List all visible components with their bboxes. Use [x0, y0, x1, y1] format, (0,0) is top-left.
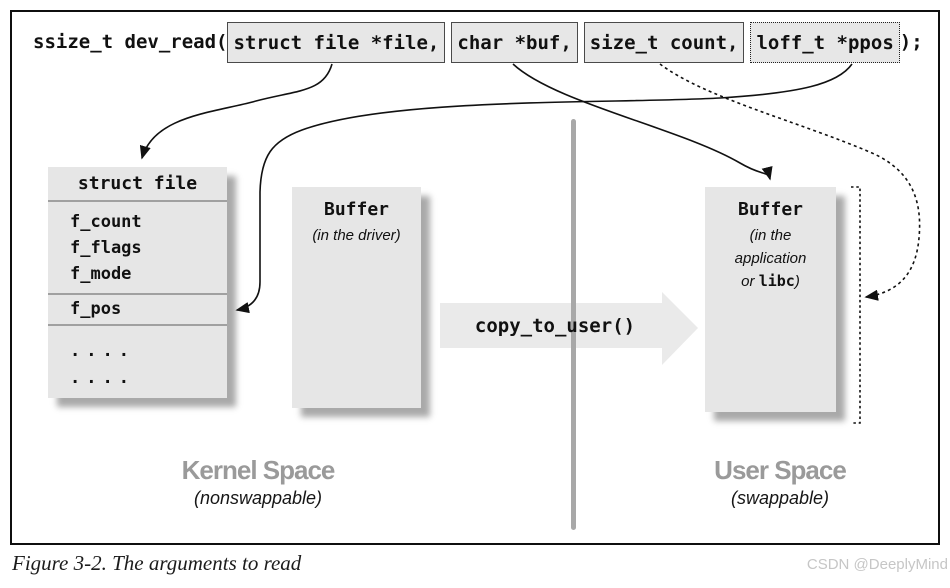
signature-prefix: ssize_t dev_read(	[33, 31, 228, 53]
user-buffer-box: Buffer (in the application or libc)	[705, 187, 836, 412]
function-signature: ssize_t dev_read( struct file *file, cha…	[33, 22, 923, 63]
arg-box-ppos: loff_t *ppos	[750, 22, 900, 63]
user-buffer-title: Buffer	[737, 199, 804, 220]
driver-buffer-box: Buffer (in the driver)	[292, 187, 421, 408]
kernel-space-label: Kernel Space (nonswappable)	[128, 455, 388, 509]
watermark: CSDN @DeeplyMind	[806, 556, 948, 573]
struct-file-ellipsis: .... ....	[48, 326, 227, 392]
ellipsis-row: ....	[70, 368, 135, 388]
kernel-space-subtitle: (nonswappable)	[193, 488, 323, 508]
struct-file-box: struct file f_count f_flags f_mode f_pos…	[48, 167, 227, 398]
driver-buffer-title: Buffer	[323, 199, 390, 220]
user-buffer-subtitle-line3: or	[741, 273, 759, 290]
libc-code-text: libc	[758, 272, 795, 290]
arg-box-file: struct file *file,	[227, 22, 446, 63]
field-f-mode: f_mode	[70, 264, 132, 284]
arg-box-buf: char *buf,	[451, 22, 578, 63]
kernel-space-title: Kernel Space	[181, 455, 336, 485]
field-f-count: f_count	[70, 212, 142, 232]
copy-to-user-label: copy_to_user()	[474, 315, 636, 337]
ellipsis-row: ....	[70, 341, 135, 361]
user-buffer-subtitle-line1: (in the	[749, 227, 792, 244]
user-buffer-subtitle-line2: application	[734, 250, 807, 267]
user-space-title: User Space	[714, 455, 847, 485]
user-space-label: User Space (swappable)	[650, 455, 910, 509]
user-buffer-subtitle: (in the application or libc)	[705, 224, 836, 293]
user-space-subtitle: (swappable)	[730, 488, 830, 508]
field-f-pos: f_pos	[48, 295, 227, 326]
figure-caption: Figure 3-2. The arguments to read	[12, 551, 302, 575]
user-buffer-subtitle-close: )	[794, 273, 800, 290]
arg-box-count: size_t count,	[583, 22, 745, 63]
signature-suffix: );	[899, 31, 923, 53]
struct-file-title: struct file	[48, 167, 227, 202]
field-f-flags: f_flags	[70, 238, 142, 258]
struct-file-field-group: f_count f_flags f_mode	[48, 202, 227, 295]
driver-buffer-subtitle: (in the driver)	[312, 227, 401, 244]
